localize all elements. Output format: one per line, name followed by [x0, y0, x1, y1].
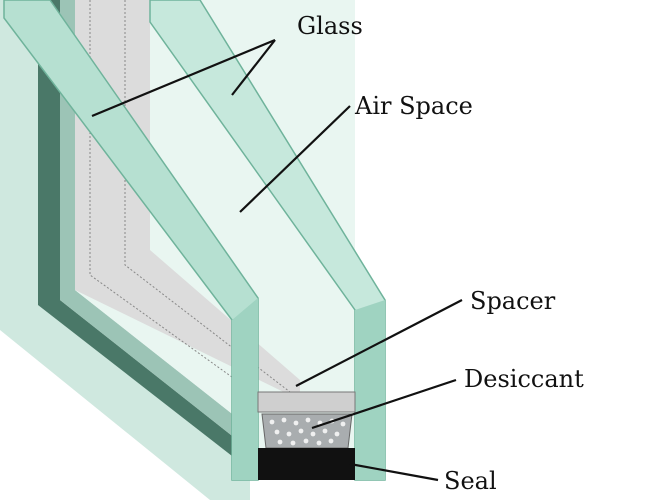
desiccant-label: Desiccant [464, 365, 584, 393]
desiccant-beads [269, 417, 346, 446]
leader-desiccant [311, 378, 457, 430]
frame-shadow [0, 0, 250, 500]
leader-spacer [295, 299, 463, 387]
spacer-dots-2 [124, 0, 291, 393]
spacer-bar [257, 391, 356, 413]
air-space-label: Air Space [355, 92, 473, 120]
back-glass-face [232, 298, 258, 480]
frame-mid [60, 0, 250, 450]
glass-label: Glass [297, 12, 363, 40]
spacer-label: Spacer [470, 287, 556, 315]
leader-glass-front [231, 39, 276, 96]
leader-air-space [239, 105, 351, 213]
seal-section [258, 448, 355, 480]
front-glass-face [355, 300, 385, 480]
leader-seal [349, 462, 439, 482]
seal-label: Seal [444, 467, 497, 495]
leader-glass-back [91, 38, 276, 118]
leader-lines [91, 38, 463, 482]
